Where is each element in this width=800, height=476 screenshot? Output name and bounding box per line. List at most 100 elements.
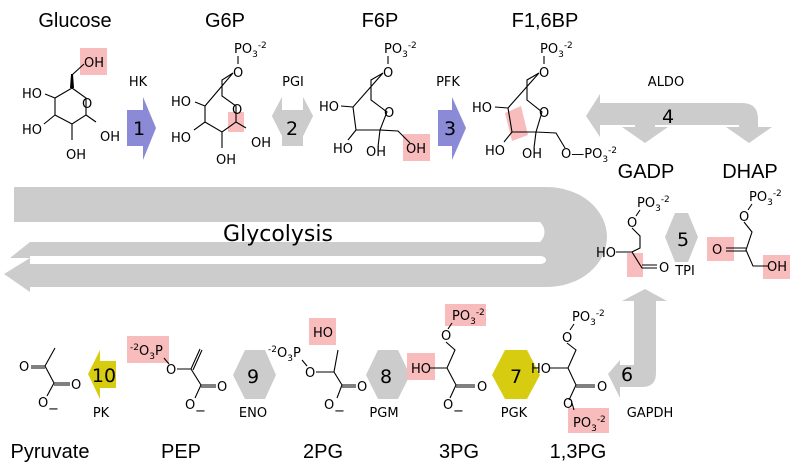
atom-label: HO (171, 131, 191, 146)
atom-label: O (383, 66, 393, 81)
highlight (707, 237, 734, 261)
irreversible-arrow-icon (438, 97, 466, 160)
step-number: 1 (133, 118, 145, 140)
atom-label: O (384, 106, 394, 121)
atom-label: PO3-2 (452, 308, 485, 327)
enzyme-label-eno: ENO (239, 406, 267, 421)
atom-label: PO3-2 (384, 41, 417, 60)
atom-label: HO (333, 142, 353, 157)
metabolite-g6p: G6P (205, 10, 245, 32)
highlight (445, 304, 486, 326)
highlight (568, 408, 609, 433)
atom-label: HO (596, 246, 616, 261)
atom-label: − (195, 404, 206, 419)
atom-label: O—PO3-2 (561, 146, 617, 165)
step-number: 10 (92, 365, 116, 387)
atom-label: HO (22, 123, 42, 138)
atom-label: O (441, 329, 451, 344)
atom-label: O (305, 366, 315, 381)
atom-label: HO (313, 326, 333, 341)
metabolite-gadp: GADP (618, 161, 675, 183)
reversible-arrow-icon (665, 213, 698, 262)
enzyme-label-hk: HK (129, 75, 148, 90)
step-1-hk: HK 1 (127, 75, 156, 160)
structure-dhap: PO3-2 O O OH (707, 189, 790, 279)
glycolysis-main-arrow: Glycolysis (4, 187, 607, 292)
structure-g6p: PO3-2 O HO O HO OH OH (171, 41, 271, 168)
atom-label: OH (216, 153, 236, 168)
atom-label: HO (22, 87, 42, 102)
structure-2pg: HO -2O3P O O O − (268, 318, 367, 419)
atom-label: O (166, 363, 176, 378)
enzyme-label-gapdh: GAPDH (627, 406, 674, 421)
atom-label: -2O3P (268, 345, 301, 364)
structure-pep: -2O3P O O O − (127, 336, 227, 419)
atom-label: OH (100, 130, 120, 145)
atom-label: -2O3P (130, 343, 163, 362)
step-number: 7 (510, 366, 522, 388)
enzyme-label-pgk: PGK (501, 406, 528, 421)
atom-label: O (357, 380, 367, 395)
step-3-pfk: PFK 3 (436, 75, 466, 160)
highlight (80, 48, 107, 75)
atom-label: O (597, 380, 607, 395)
glycolysis-label: Glycolysis (223, 222, 333, 247)
highlight (309, 318, 336, 345)
enzyme-label-pk: PK (93, 406, 110, 421)
structure-pyruvate: O O O − (19, 347, 81, 417)
atom-label: HO (411, 362, 431, 377)
atom-label: PO3-2 (749, 189, 782, 208)
enzyme-label-pfk: PFK (436, 75, 460, 90)
atom-label: HO (171, 95, 191, 110)
enzyme-label-tpi: TPI (674, 264, 695, 279)
highlight (403, 134, 430, 161)
reversible-arrow-icon (233, 350, 276, 399)
atom-label: HO (319, 100, 339, 115)
atom-label: PO3-2 (234, 41, 267, 60)
reversible-arrow-icon (366, 350, 410, 399)
highlight (763, 255, 790, 279)
atom-label: O (217, 380, 227, 395)
step-2-pgi: PGI 2 (272, 75, 313, 146)
atom-label: HO (472, 101, 492, 116)
irreversible-arrow-icon (127, 97, 156, 160)
step-9-eno: 9 ENO (233, 350, 276, 421)
step-6-gapdh: 6 GAPDH (608, 289, 673, 421)
enzyme-label-aldo: ALDO (648, 75, 684, 90)
atom-label: O (38, 396, 48, 411)
atom-label: O (71, 378, 81, 393)
atom-label: O (562, 331, 572, 346)
atom-label: PO3-2 (637, 195, 670, 214)
metabolite-13bpg: 1,3PG (550, 441, 607, 463)
step-5-tpi: 5 TPI (665, 213, 698, 279)
atom-label: − (453, 404, 464, 419)
atom-label: − (334, 404, 345, 419)
atom-label: O (712, 243, 722, 258)
structure-f16bp: PO3-2 O HO O HO OH O—PO3-2 (472, 41, 617, 165)
atom-label: O (539, 66, 549, 81)
structure-3pg: PO3-2 O HO O O − (407, 304, 487, 419)
step-number: 6 (621, 364, 633, 386)
atom-label: HO (531, 362, 551, 377)
structure-13bpg: PO3-2 O HO O O PO3-2 (531, 309, 609, 434)
structure-glucose: OH HO O HO OH OH (22, 48, 120, 163)
atom-label: OH (251, 136, 271, 151)
metabolite-f6p: F6P (362, 10, 399, 32)
atom-label: O (233, 66, 243, 81)
step-number: 8 (380, 366, 392, 388)
metabolite-pyruvate: Pyruvate (11, 441, 90, 463)
atom-label: O (659, 261, 669, 276)
atom-label: O (82, 97, 92, 112)
atom-label: O (739, 210, 749, 225)
step-7-pgk: 7 PGK (492, 350, 540, 421)
atom-label: OH (767, 260, 787, 275)
atom-label: O (627, 216, 637, 231)
highlight (627, 253, 643, 277)
metabolite-glucose: Glucose (38, 10, 111, 32)
metabolite-dhap: DHAP (722, 161, 778, 183)
atom-label: O (232, 103, 242, 118)
atom-label: OH (522, 147, 542, 162)
atom-label: O (324, 398, 334, 413)
enzyme-label-pgm: PGM (369, 406, 398, 421)
